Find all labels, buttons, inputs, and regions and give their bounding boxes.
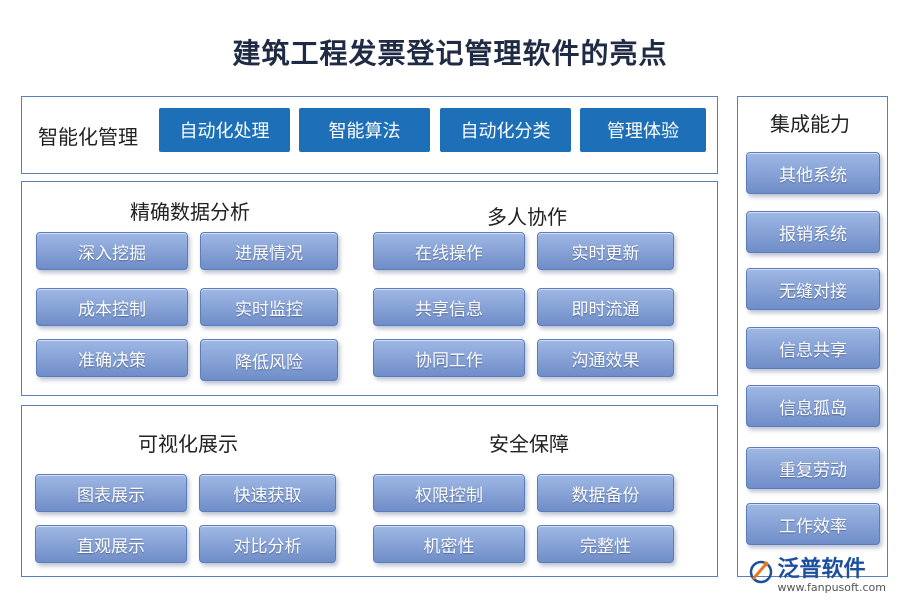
collab-item-6: 沟通效果 [537, 339, 674, 377]
visual-item-3: 直观展示 [35, 525, 187, 563]
analysis-item-1: 深入挖掘 [36, 232, 188, 270]
brand-logo: 泛普软件 www.fanpusoft.com [748, 558, 886, 594]
security-item-1: 权限控制 [373, 474, 525, 512]
logo-name: 泛普软件 [777, 557, 866, 582]
visual-item-1: 图表展示 [35, 474, 187, 512]
page-title: 建筑工程发票登记管理软件的亮点 [232, 37, 668, 70]
collab-item-1: 在线操作 [373, 232, 525, 270]
collab-item-4: 即时流通 [537, 288, 674, 326]
fanpu-logo-icon [749, 560, 772, 584]
logo-url: www.fanpusoft.com [777, 581, 886, 594]
collab-item-2: 实时更新 [537, 232, 674, 270]
smart-item-1: 自动化处理 [159, 108, 290, 152]
security-item-4: 完整性 [537, 525, 674, 563]
precise-analysis-heading: 精确数据分析 [130, 200, 250, 224]
analysis-item-5: 准确决策 [36, 339, 188, 377]
smart-item-2: 智能算法 [299, 108, 430, 152]
smart-management-label: 智能化管理 [38, 125, 138, 149]
collab-item-3: 共享信息 [373, 288, 525, 326]
smart-item-3: 自动化分类 [440, 108, 571, 152]
integration-item-7: 工作效率 [746, 503, 880, 545]
visual-item-4: 对比分析 [199, 525, 336, 563]
integration-item-5: 信息孤岛 [746, 385, 880, 427]
integration-item-3: 无缝对接 [746, 268, 880, 310]
integration-item-2: 报销系统 [746, 211, 880, 253]
security-item-3: 机密性 [373, 525, 525, 563]
visualization-heading: 可视化展示 [138, 432, 238, 456]
security-heading: 安全保障 [489, 432, 569, 456]
collaboration-heading: 多人协作 [487, 205, 567, 229]
integration-item-4: 信息共享 [746, 327, 880, 369]
analysis-item-2: 进展情况 [200, 232, 338, 270]
analysis-item-4: 实时监控 [200, 288, 338, 326]
collab-item-5: 协同工作 [373, 339, 525, 377]
integration-item-6: 重复劳动 [746, 447, 880, 489]
smart-item-4: 管理体验 [580, 108, 706, 152]
analysis-item-3: 成本控制 [36, 288, 188, 326]
security-item-2: 数据备份 [537, 474, 674, 512]
integration-heading: 集成能力 [770, 112, 850, 136]
visual-item-2: 快速获取 [199, 474, 336, 512]
analysis-item-6: 降低风险 [200, 339, 338, 381]
integration-item-1: 其他系统 [746, 152, 880, 194]
